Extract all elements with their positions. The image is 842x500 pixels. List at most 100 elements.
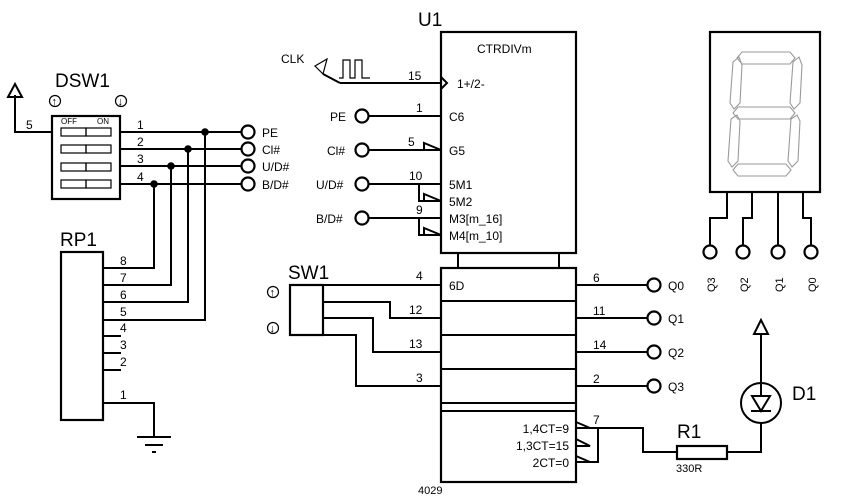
terminal-ud: [240, 158, 256, 174]
r1-ref: R1: [677, 422, 701, 443]
dsw1-component[interactable]: DSW1 ↑ ↓ OFF ON 5: [6, 71, 128, 201]
terminal-u1-cl[interactable]: [354, 142, 370, 158]
terminal-pe: [240, 124, 256, 140]
u1-data-pins: 4 12 13 3: [409, 269, 423, 385]
svg-text:G5: G5: [449, 144, 465, 158]
rp1-component[interactable]: RP1 8 7 6 5 4 3 2 1: [59, 230, 171, 453]
svg-text:8: 8: [120, 254, 127, 268]
clock-waveform-icon: [339, 59, 370, 79]
terminal-q0[interactable]: [646, 277, 662, 293]
svg-text:CLK: CLK: [281, 52, 304, 66]
u1-component[interactable]: U1 CTRDIVm 6D 4029 CLK 15 1+/2- PE: [281, 10, 684, 497]
u1-part: 4029: [418, 485, 442, 497]
dsw1-down-icon: ↓: [114, 94, 128, 108]
svg-text:1,3CT=15: 1,3CT=15: [516, 439, 569, 453]
u1-control-block: [439, 30, 578, 255]
rp1-body: [59, 250, 105, 422]
terminal-u1-ud[interactable]: [354, 176, 370, 192]
display-pin-q2[interactable]: [735, 244, 751, 260]
svg-text:3: 3: [120, 338, 127, 352]
terminal-u1-pe[interactable]: [354, 108, 370, 124]
svg-text:B/D#: B/D#: [262, 178, 289, 192]
display-pin-q0[interactable]: [803, 244, 819, 260]
ground-icon: [137, 436, 171, 453]
u1-outputs: 6 11 14 2 Q0 Q1 Q2 Q3: [576, 271, 684, 394]
svg-text:5M2: 5M2: [449, 195, 473, 209]
svg-text:U/D#: U/D#: [316, 178, 344, 192]
svg-text:15: 15: [408, 69, 422, 83]
svg-text:11: 11: [593, 304, 606, 318]
svg-text:1+/2-: 1+/2-: [457, 77, 485, 91]
svg-text:5: 5: [408, 135, 415, 149]
svg-text:Q0: Q0: [668, 279, 684, 293]
svg-text:3: 3: [416, 371, 423, 385]
sw1-ref: SW1: [288, 263, 329, 284]
svg-text:13: 13: [409, 337, 423, 351]
d1-component[interactable]: D1: [727, 317, 816, 453]
svg-text:PE: PE: [262, 126, 278, 140]
svg-text:Q3: Q3: [668, 380, 684, 394]
svg-text:↑: ↑: [52, 96, 58, 108]
svg-text:4: 4: [120, 321, 127, 335]
svg-text:10: 10: [409, 169, 423, 183]
svg-text:1,4CT=9: 1,4CT=9: [523, 422, 570, 436]
r1-body: [675, 444, 729, 461]
svg-text:3: 3: [137, 152, 144, 166]
u1-inputs: PE 1 C6 Cl# 5 G5 U/D# 10 5M1 5M2 B/D# 9 …: [316, 101, 502, 243]
r1-value: 330R: [676, 463, 702, 475]
terminal-q2[interactable]: [646, 344, 662, 360]
svg-text:2: 2: [593, 372, 600, 386]
svg-text:Q0: Q0: [807, 277, 819, 292]
svg-text:Cl#: Cl#: [327, 144, 345, 158]
u1-function: CTRDIVm: [477, 42, 532, 56]
svg-text:Q1: Q1: [774, 277, 786, 292]
rp1-ref: RP1: [60, 230, 97, 251]
svg-text:4: 4: [137, 170, 144, 184]
svg-text:↓: ↓: [270, 323, 276, 335]
svg-text:PE: PE: [330, 110, 346, 124]
dsw1-switch-levers[interactable]: [60, 127, 112, 189]
svg-text:2: 2: [137, 135, 144, 149]
display-pin-q3[interactable]: [702, 244, 718, 260]
svg-text:M4[m_10]: M4[m_10]: [449, 229, 502, 243]
terminal-u1-bd[interactable]: [354, 210, 370, 226]
sw1-down-icon: ↓: [266, 321, 280, 335]
svg-text:7: 7: [120, 271, 127, 285]
svg-text:↓: ↓: [118, 96, 124, 108]
u1-carry: 1,4CT=9 1,3CT=15 2CT=0 7: [516, 413, 677, 470]
svg-text:9: 9: [416, 203, 423, 217]
u1-data-label: 6D: [449, 279, 465, 293]
sw1-up-icon: ↑: [266, 285, 280, 299]
clock-edge-icon: [440, 76, 449, 90]
svg-text:Q2: Q2: [668, 346, 684, 360]
terminal-q1[interactable]: [646, 310, 662, 326]
svg-text:1: 1: [120, 388, 127, 402]
clock-input[interactable]: CLK 15 1+/2-: [281, 52, 485, 91]
sw1-body: [288, 283, 325, 337]
svg-text:B/D#: B/D#: [316, 212, 343, 226]
svg-text:6: 6: [120, 288, 127, 302]
seven-segment-display[interactable]: Q3 Q2 Q1 Q0: [702, 30, 822, 292]
terminal-bd: [240, 176, 256, 192]
svg-text:4: 4: [416, 269, 423, 283]
dsw1-off-label: OFF: [61, 117, 77, 126]
display-body: [708, 30, 822, 194]
svg-text:2CT=0: 2CT=0: [533, 456, 570, 470]
svg-text:Q2: Q2: [739, 277, 751, 292]
r1-component[interactable]: R1 330R: [675, 422, 729, 475]
vcc-arrow-icon: [752, 317, 770, 335]
svg-text:Q1: Q1: [668, 312, 684, 326]
svg-text:↑: ↑: [270, 287, 276, 299]
svg-text:Cl#: Cl#: [262, 143, 280, 157]
svg-text:C6: C6: [449, 110, 465, 124]
svg-text:M3[m_16]: M3[m_16]: [449, 212, 502, 226]
dsw1-ref: DSW1: [55, 71, 110, 92]
display-pin-q1[interactable]: [770, 244, 786, 260]
diode-icon: [750, 395, 772, 413]
svg-text:12: 12: [409, 303, 423, 317]
terminal-q3[interactable]: [646, 378, 662, 394]
dsw1-terminals[interactable]: PE Cl# U/D# B/D#: [240, 124, 290, 193]
svg-text:14: 14: [593, 338, 607, 352]
svg-text:1: 1: [137, 118, 144, 132]
sw1-component[interactable]: SW1 ↑ ↓: [266, 263, 442, 387]
